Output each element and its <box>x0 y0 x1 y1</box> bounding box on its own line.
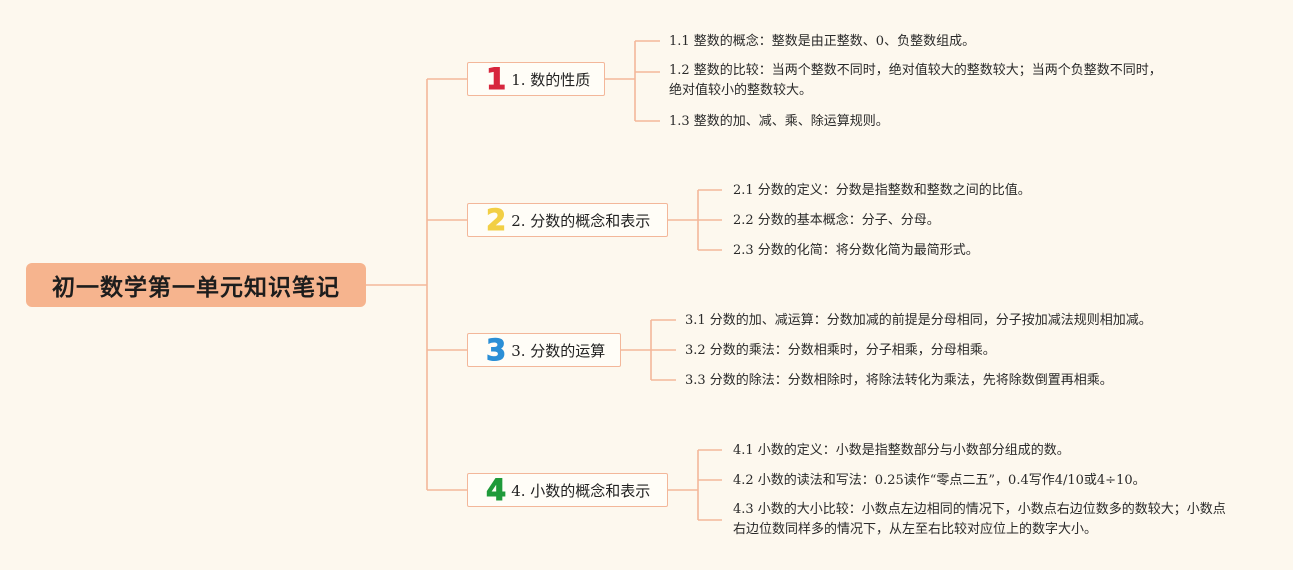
leaf-3-1: 3.1 分数的加、减运算：分数加减的前提是分母相同，分子按加减法规则相加减。 <box>685 313 1152 328</box>
number-3-icon: 3 <box>485 332 507 367</box>
branch-1-node[interactable]: 1 1. 数的性质 <box>467 62 605 96</box>
leaf-4-1: 4.1 小数的定义：小数是指整数部分与小数部分组成的数。 <box>733 443 1070 458</box>
leaf-3-2: 3.2 分数的乘法：分数相乘时，分子相乘，分母相乘。 <box>685 343 996 358</box>
leaf-4-2: 4.2 小数的读法和写法：0.25读作“零点二五”，0.4写作4/10或4÷10… <box>733 473 1146 488</box>
leaf-2-2: 2.2 分数的基本概念：分子、分母。 <box>733 213 940 228</box>
number-4-icon: 4 <box>485 472 507 507</box>
branch-2-label: 2. 分数的概念和表示 <box>511 211 651 230</box>
root-node[interactable]: 初一数学第一单元知识笔记 <box>26 263 366 307</box>
branch-1-label: 1. 数的性质 <box>511 70 591 89</box>
branch-2-node[interactable]: 2 2. 分数的概念和表示 <box>467 203 668 237</box>
leaf-1-3: 1.3 整数的加、减、乘、除运算规则。 <box>669 114 889 129</box>
number-2-icon: 2 <box>485 202 507 237</box>
branch-3-node[interactable]: 3 3. 分数的运算 <box>467 333 621 367</box>
leaf-3-3: 3.3 分数的除法：分数相除时，将除法转化为乘法，先将除数倒置再相乘。 <box>685 373 1113 388</box>
branch-4-label: 4. 小数的概念和表示 <box>511 481 651 500</box>
root-title: 初一数学第一单元知识笔记 <box>52 275 340 301</box>
leaf-1-1: 1.1 整数的概念：整数是由正整数、0、负整数组成。 <box>669 34 976 49</box>
number-1-icon: 1 <box>485 61 507 96</box>
leaf-2-1: 2.1 分数的定义：分数是指整数和整数之间的比值。 <box>733 183 1031 198</box>
branch-3-label: 3. 分数的运算 <box>511 341 606 360</box>
branch-4-node[interactable]: 4 4. 小数的概念和表示 <box>467 473 668 507</box>
leaf-4-3: 4.3 小数的大小比较：小数点左边相同的情况下，小数点右边位数多的数较大；小数点… <box>733 502 1226 537</box>
leaf-1-2: 1.2 整数的比较：当两个整数不同时，绝对值较大的整数较大；当两个负整数不同时，… <box>669 63 1162 98</box>
leaf-2-3: 2.3 分数的化简：将分数化简为最简形式。 <box>733 243 979 258</box>
